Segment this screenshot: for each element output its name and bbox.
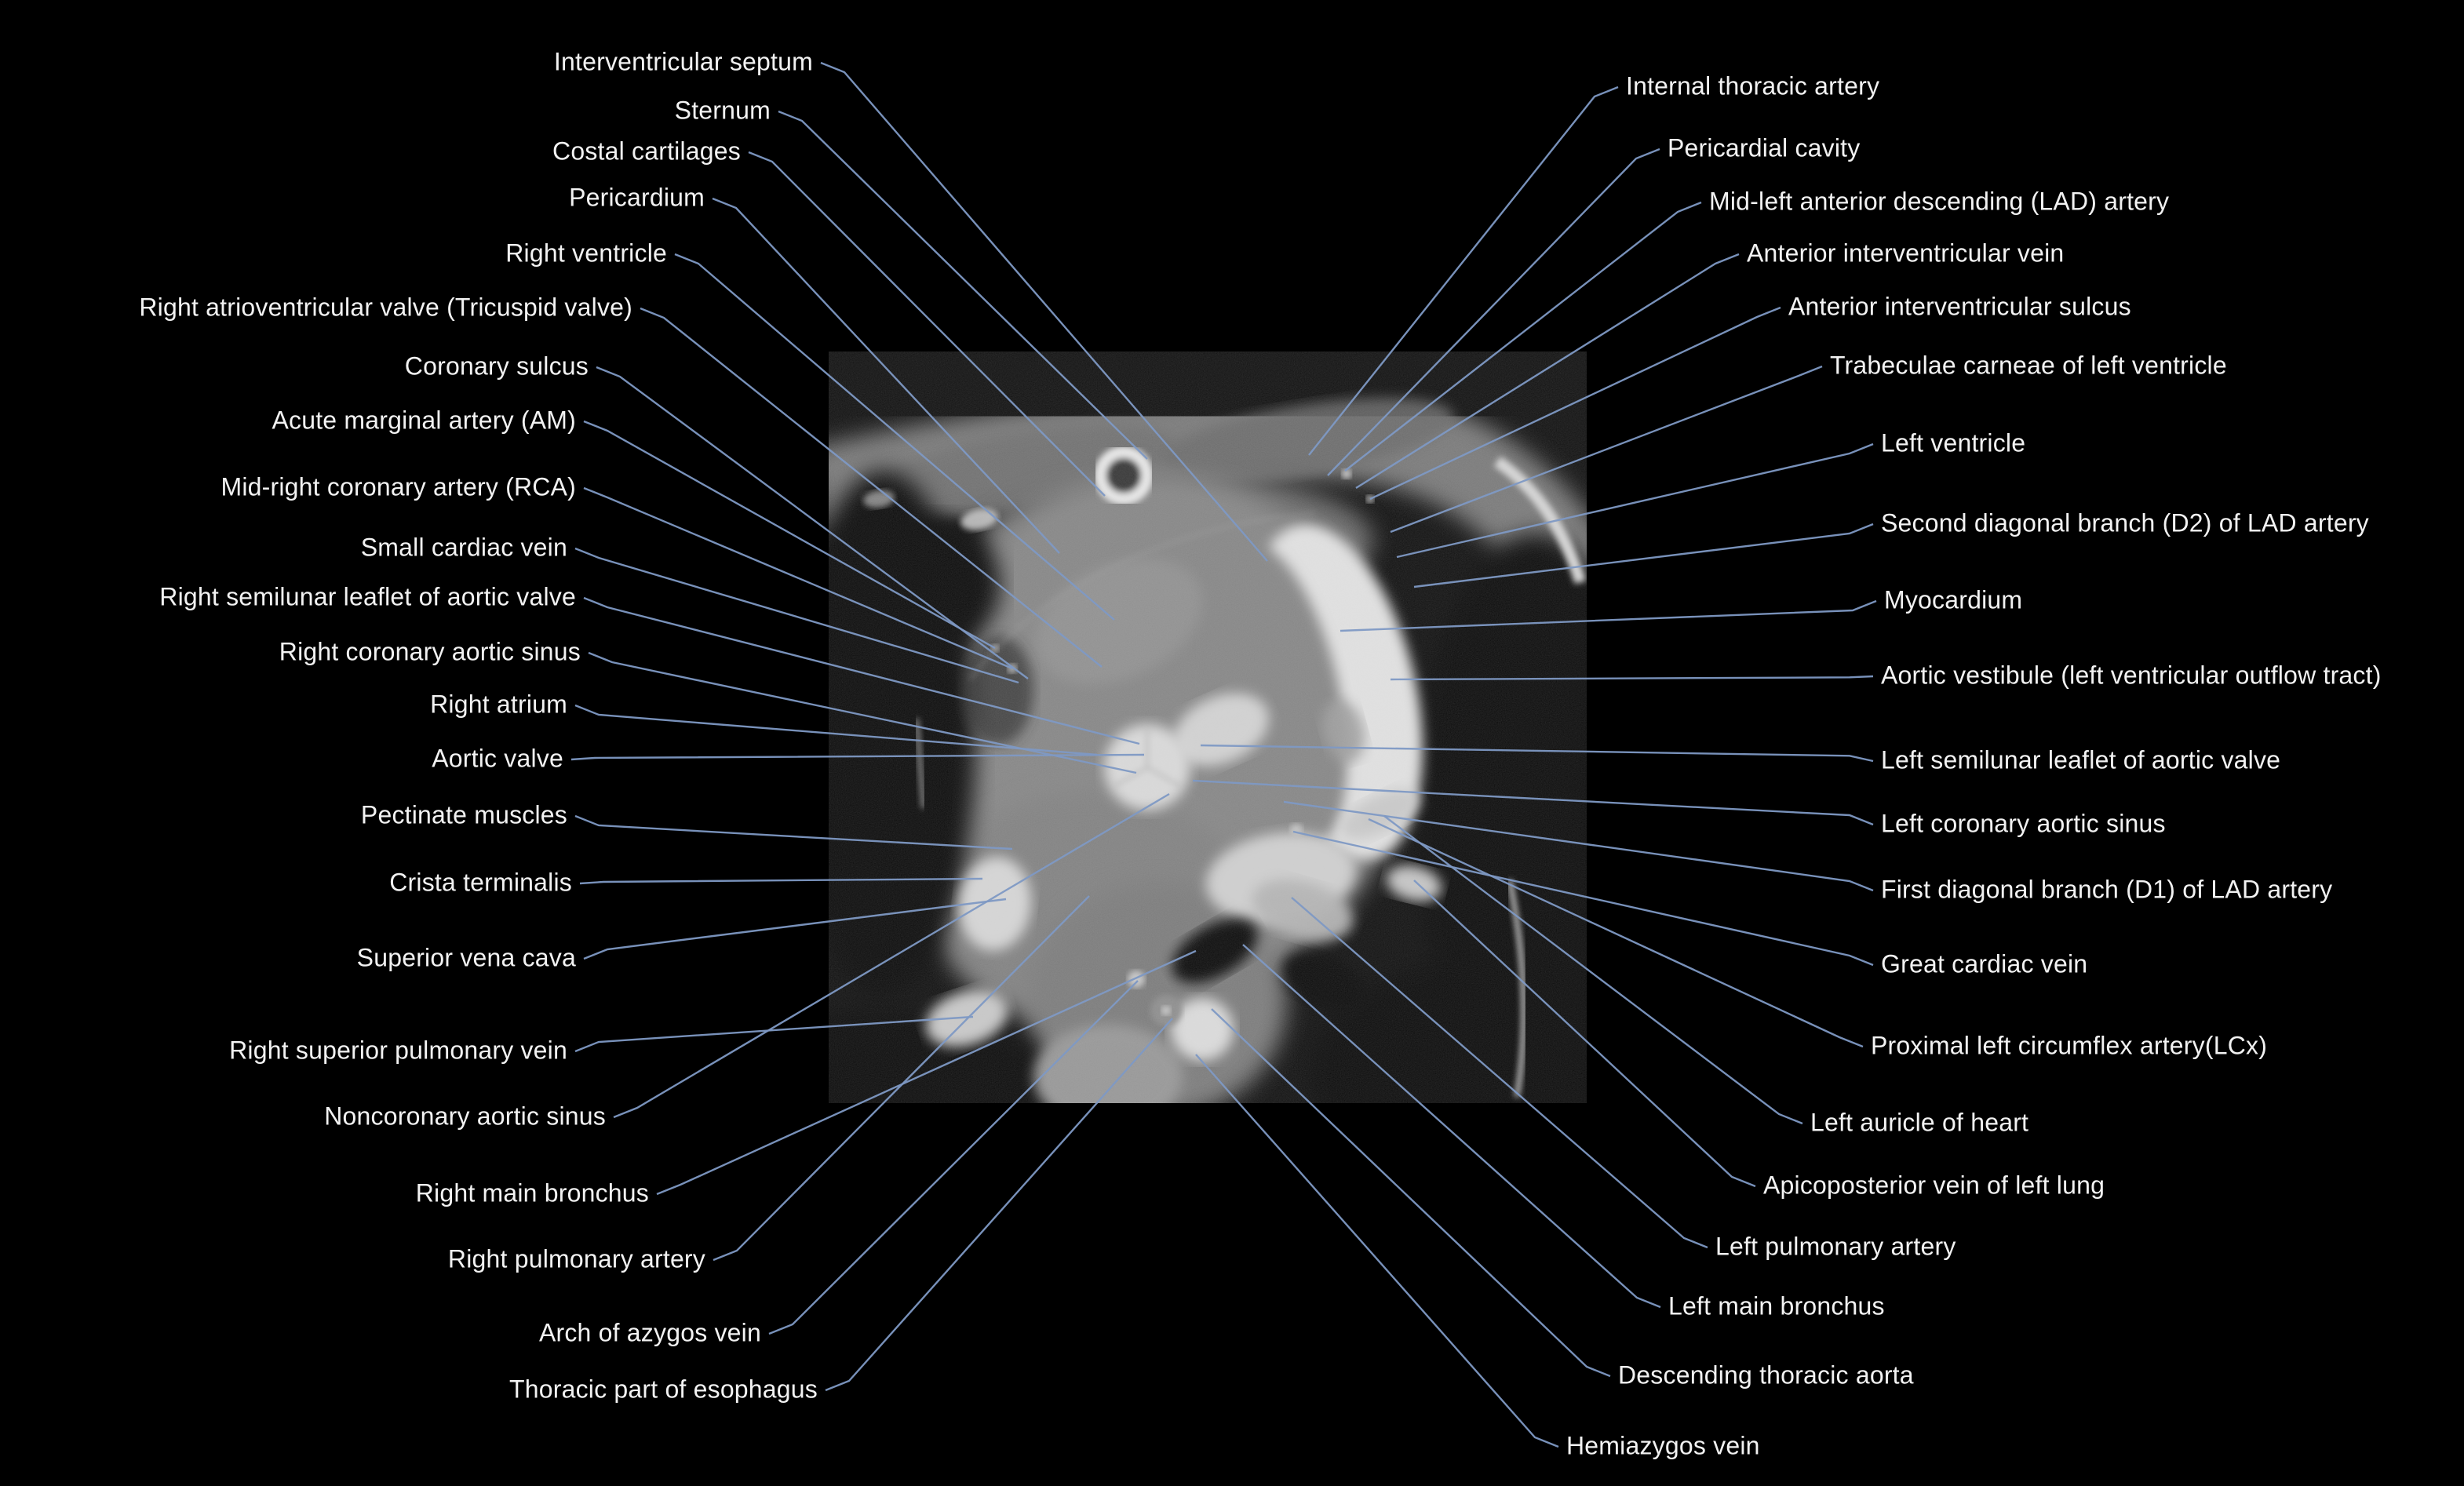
- leader-line-superior-vena-cava: [583, 898, 1007, 960]
- leader-line-right-atrium: [574, 704, 1098, 756]
- leader-line-internal-thoracic-artery: [1308, 86, 1619, 456]
- leader-line-right-ventricle: [674, 253, 1115, 621]
- leader-line-anterior-interventricular-sulcus: [1369, 306, 1781, 501]
- leader-line-pericardium: [712, 197, 1060, 554]
- leader-line-anterior-interventricular-vein: [1355, 253, 1740, 490]
- leader-line-mid-left-anterior-descending-lad-artery: [1344, 201, 1702, 472]
- leader-line-great-cardiac-vein: [1292, 830, 1874, 967]
- leader-line-acute-marginal-artery-am: [583, 420, 996, 650]
- leader-line-pectinate-muscles: [574, 814, 1013, 850]
- leader-line-left-main-bronchus: [1242, 944, 1661, 1309]
- ct-slice-group: [829, 351, 1587, 1103]
- leader-line-left-auricle-of-heart: [1383, 815, 1803, 1125]
- leader-line-myocardium: [1340, 599, 1877, 632]
- leader-line-mid-right-coronary-artery-rca: [583, 486, 1013, 670]
- leader-line-crista-terminalis: [579, 877, 983, 885]
- leader-line-hemiazygos-vein: [1195, 1054, 1559, 1448]
- leader-line-second-diagonal-branch-d2-of-lad-artery: [1413, 523, 1874, 588]
- leader-line-costal-cartilages: [748, 151, 1106, 497]
- leader-line-left-coronary-aortic-sinus: [1192, 779, 1874, 826]
- leader-line-right-atrioventricular-valve-tricuspid-valve: [640, 307, 1103, 668]
- leader-line-left-pulmonary-artery: [1291, 897, 1708, 1249]
- leader-line-trabeculae-carneae-of-left-ventricle: [1390, 365, 1823, 534]
- leader-line-apicoposterior-vein-of-left-lung: [1413, 880, 1756, 1188]
- leader-line-right-pulmonary-artery: [713, 895, 1090, 1262]
- ct-noise-overlay: [829, 351, 1587, 1103]
- leader-line-interventricular-septum: [820, 61, 1268, 562]
- leader-line-pericardial-cavity: [1327, 148, 1660, 476]
- leader-line-aortic-vestibule-left-ventricular-outflow-tract: [1390, 675, 1874, 681]
- leader-line-small-cardiac-vein: [574, 547, 1019, 684]
- leader-line-right-coronary-aortic-sinus: [588, 651, 1137, 774]
- leader-line-right-main-bronchus: [656, 949, 1197, 1196]
- leader-line-proximal-left-circumflex-artery-lcx: [1368, 818, 1864, 1048]
- leader-line-coronary-sulcus: [596, 366, 1029, 679]
- leader-line-descending-thoracic-aorta: [1211, 1008, 1611, 1378]
- leader-lines-layer: [570, 61, 1877, 1448]
- leader-line-arch-of-azygos-vein: [768, 980, 1139, 1335]
- leader-line-left-ventricle: [1396, 443, 1874, 559]
- leader-line-right-superior-pulmonary-vein: [574, 1015, 974, 1053]
- leader-line-aortic-valve: [570, 753, 1145, 761]
- leader-line-sternum: [778, 110, 1148, 460]
- leader-line-right-semilunar-leaflet-of-aortic-valve: [583, 596, 1140, 745]
- leader-line-thoracic-part-of-esophagus: [825, 1018, 1173, 1392]
- leader-line-noncoronary-aortic-sinus: [613, 792, 1170, 1119]
- leader-line-first-diagonal-branch-d1-of-lad-artery: [1283, 800, 1874, 892]
- leader-line-left-semilunar-leaflet-of-aortic-valve: [1200, 744, 1874, 763]
